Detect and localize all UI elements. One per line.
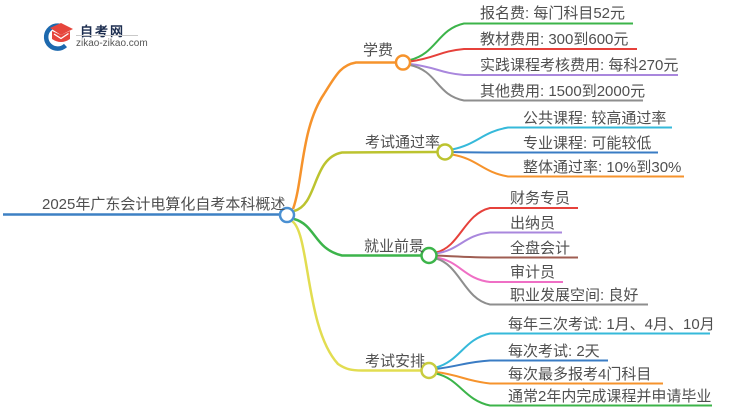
branch-exam-schedule-line bbox=[291, 219, 421, 372]
branch-label-exam-schedule: 考试安排 bbox=[365, 353, 426, 370]
leaf-line-full-set-accountant bbox=[435, 254, 578, 259]
leaf-line-career-growth bbox=[435, 257, 648, 306]
branch-tuition-line bbox=[291, 61, 396, 210]
leaf-label-exam-duration: 每次考试: 2天 bbox=[508, 343, 600, 360]
leaf-label-full-set-accountant: 全盘会计 bbox=[510, 240, 571, 257]
leaf-label-public-courses: 公共课程: 较高通过率 bbox=[523, 110, 667, 127]
leaf-line-other-fee bbox=[409, 64, 643, 102]
leaf-line-finance-specialist bbox=[435, 207, 578, 254]
leaf-label-graduation-time: 通常2年内完成课程并申请毕业 bbox=[508, 388, 712, 405]
node-circle-tuition bbox=[394, 54, 412, 71]
leaf-line-public-courses bbox=[451, 126, 672, 151]
leaf-line-textbook-fee bbox=[409, 48, 637, 63]
leaf-label-registration-fee: 报名费: 每门科目52元 bbox=[480, 5, 626, 22]
leaf-line-exam-duration bbox=[435, 359, 608, 370]
logo-domain-url: zikao-zikao.com bbox=[76, 38, 148, 49]
leaf-line-three-exams-per-year bbox=[435, 332, 710, 369]
branch-label-pass-rate: 考试通过率 bbox=[365, 134, 441, 151]
leaf-label-auditor: 审计员 bbox=[510, 264, 556, 281]
branch-pass-rate-line bbox=[293, 150, 438, 213]
root-topic-label: 2025年广东会计电算化自考本科概述 bbox=[42, 196, 286, 213]
branch-label-tuition: 学费 bbox=[363, 42, 394, 59]
node-circle-exam-schedule bbox=[420, 361, 438, 380]
leaf-line-practice-fee bbox=[409, 63, 678, 76]
leaf-line-auditor bbox=[435, 256, 563, 283]
leaf-label-career-growth: 职业发展空间: 良好 bbox=[510, 287, 639, 304]
leaf-label-other-fee: 其他费用: 1500到2000元 bbox=[480, 83, 646, 100]
leaf-label-finance-specialist: 财务专员 bbox=[510, 190, 571, 207]
leaf-line-major-courses bbox=[451, 151, 658, 154]
node-circle-job-prospects bbox=[420, 246, 438, 265]
leaf-line-max-subjects bbox=[435, 371, 663, 385]
branch-job-prospects-line bbox=[293, 217, 421, 257]
logo-cap-band-shape bbox=[53, 32, 69, 40]
leaf-line-registration-fee bbox=[409, 22, 633, 61]
zikao-logo-icon bbox=[43, 23, 73, 51]
leaf-line-cashier bbox=[435, 231, 562, 255]
leaf-label-cashier: 出纳员 bbox=[510, 215, 556, 232]
leaf-line-graduation-time bbox=[435, 372, 712, 407]
leaf-line-overall-pass-rate bbox=[451, 153, 684, 178]
leaf-label-textbook-fee: 教材费用: 300到600元 bbox=[480, 31, 629, 48]
leaf-label-max-subjects: 每次最多报考4门科目 bbox=[508, 366, 652, 383]
leaf-label-major-courses: 专业课程: 可能较低 bbox=[523, 135, 652, 152]
branch-label-job-prospects: 就业前景 bbox=[364, 238, 425, 255]
leaf-label-three-exams-per-year: 每年三次考试: 1月、4月、10月 bbox=[508, 316, 715, 333]
logo-divider bbox=[76, 35, 138, 36]
logo-cap-front-shape bbox=[52, 31, 70, 42]
leaf-label-overall-pass-rate: 整体通过率: 10%到30% bbox=[523, 159, 682, 176]
leaf-label-practice-fee: 实践课程考核费用: 每科270元 bbox=[480, 57, 679, 74]
logo-cap-top-shape bbox=[50, 23, 73, 35]
node-circle-pass-rate bbox=[436, 143, 454, 161]
root-node-circle bbox=[278, 206, 296, 224]
